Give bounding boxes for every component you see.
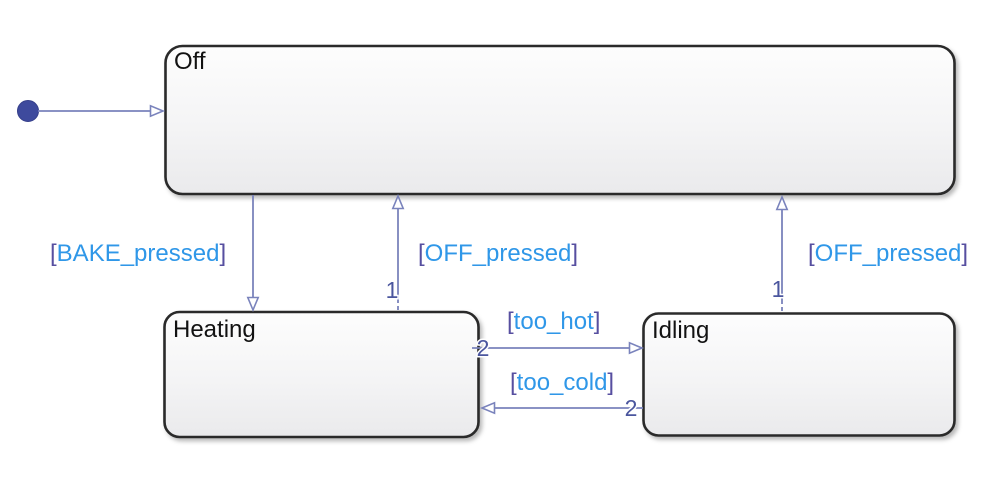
state-off-rect[interactable] bbox=[164, 44, 956, 196]
transition-off-pressed-from-heating[interactable]: 1 [OFF_pressed] bbox=[384, 193, 578, 311]
state-off-label[interactable]: Off bbox=[174, 48, 206, 75]
condition-text: too_hot bbox=[514, 308, 594, 335]
state-heating[interactable]: Heating bbox=[163, 310, 480, 439]
close-bracket: ] bbox=[219, 240, 226, 267]
arrowhead-right-icon bbox=[628, 341, 645, 355]
transition-off-right-order[interactable]: 1 bbox=[770, 275, 786, 304]
transition-too-hot-label[interactable]: [too_hot] bbox=[507, 308, 600, 335]
transition-off-pressed-from-idling[interactable]: 1 [OFF_pressed] bbox=[770, 194, 968, 313]
transition-too-cold-label[interactable]: [too_cold] bbox=[510, 369, 614, 396]
arrowhead-left-icon bbox=[479, 401, 496, 415]
close-bracket: ] bbox=[594, 308, 601, 335]
arrowhead-down-icon bbox=[246, 296, 260, 313]
transition-too-cold[interactable]: 2 [too_cold] bbox=[479, 369, 643, 423]
open-bracket: [ bbox=[510, 369, 517, 396]
transition-initial-default[interactable] bbox=[17, 100, 166, 122]
state-idling[interactable]: Idling bbox=[642, 312, 956, 437]
open-bracket: [ bbox=[507, 308, 514, 335]
condition-text: BAKE_pressed bbox=[57, 240, 220, 267]
transition-off-right-label[interactable]: [OFF_pressed] bbox=[808, 240, 968, 267]
state-heating-rect[interactable] bbox=[163, 310, 480, 439]
open-bracket: [ bbox=[418, 240, 425, 267]
transition-off-left-order[interactable]: 1 bbox=[384, 276, 400, 305]
state-idling-label[interactable]: Idling bbox=[652, 317, 709, 344]
initial-transition-dot[interactable] bbox=[17, 100, 39, 122]
close-bracket: ] bbox=[607, 369, 614, 396]
arrowhead-up-icon bbox=[391, 193, 405, 210]
state-off[interactable]: Off bbox=[164, 44, 956, 196]
open-bracket: [ bbox=[808, 240, 815, 267]
transition-bake-label[interactable]: [BAKE_pressed] bbox=[50, 240, 226, 267]
close-bracket: ] bbox=[571, 240, 578, 267]
close-bracket: ] bbox=[961, 240, 968, 267]
state-heating-label[interactable]: Heating bbox=[173, 316, 256, 343]
arrowhead-right-icon bbox=[149, 104, 166, 118]
condition-text: OFF_pressed bbox=[425, 240, 572, 267]
open-bracket: [ bbox=[50, 240, 57, 267]
transition-bake-pressed[interactable]: [BAKE_pressed] bbox=[50, 195, 260, 313]
condition-text: too_cold bbox=[517, 369, 608, 396]
transition-too-cold-order[interactable]: 2 bbox=[623, 394, 639, 423]
state-idling-rect[interactable] bbox=[642, 312, 956, 437]
transition-too-hot[interactable]: 2 [too_hot] bbox=[472, 308, 645, 363]
condition-text: OFF_pressed bbox=[815, 240, 962, 267]
arrowhead-up-icon bbox=[775, 194, 789, 211]
transition-too-hot-order[interactable]: 2 bbox=[475, 334, 491, 363]
transition-off-left-label[interactable]: [OFF_pressed] bbox=[418, 240, 578, 267]
